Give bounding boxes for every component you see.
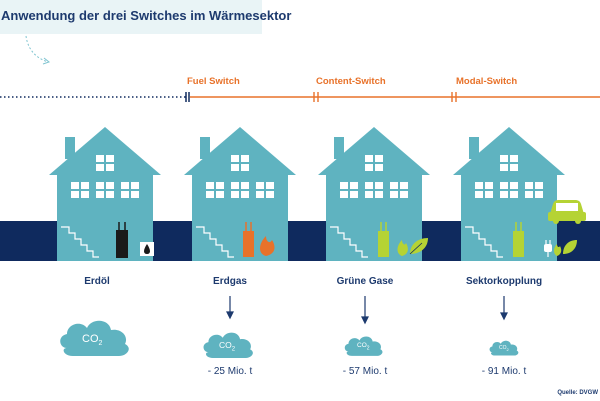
source-note: Quelle: DVGW	[557, 390, 598, 396]
page-title: Anwendung der drei Switches im Wärmesekt…	[1, 8, 292, 23]
oil-heater	[116, 222, 128, 258]
gas-heater	[243, 222, 254, 257]
house-erdgas	[183, 126, 297, 222]
heat-pump-heater	[513, 222, 524, 257]
fuel-label-sektorkopplung: Sektorkopplung	[465, 276, 543, 287]
co2-text-2: CO2	[219, 340, 236, 353]
car-icon	[548, 200, 586, 224]
flame-icon	[260, 236, 275, 256]
reduction-erdgas: - 25 Mio. t	[207, 366, 253, 377]
house-erdoel	[48, 126, 162, 222]
switch-label-content: Content-Switch	[316, 76, 386, 87]
oil-drop-icon	[140, 242, 154, 256]
plug-leaf-icon	[544, 240, 577, 257]
fuel-label-erdoel: Erdöl	[84, 276, 110, 287]
co2-text-4: CO2	[499, 345, 509, 352]
house-sektorkopplung	[452, 126, 566, 222]
switch-label-fuel: Fuel Switch	[187, 76, 240, 87]
green-gas-heater	[378, 222, 389, 257]
curved-arrow-icon	[25, 35, 51, 65]
fuel-label-gruene-gase: Grüne Gase	[336, 276, 394, 287]
reduction-gruene-gase: - 57 Mio. t	[342, 366, 388, 377]
reduction-sektorkopplung: - 91 Mio. t	[481, 366, 527, 377]
co2-text-1: CO2	[82, 333, 103, 348]
green-flame-leaf-icon	[397, 238, 428, 256]
fuel-label-erdgas: Erdgas	[213, 276, 247, 287]
house-gruene-gase	[317, 126, 431, 222]
title-box: Anwendung der drei Switches im Wärmesekt…	[0, 0, 292, 34]
switch-label-modal: Modal-Switch	[456, 76, 518, 87]
co2-text-3: CO2	[357, 342, 370, 352]
